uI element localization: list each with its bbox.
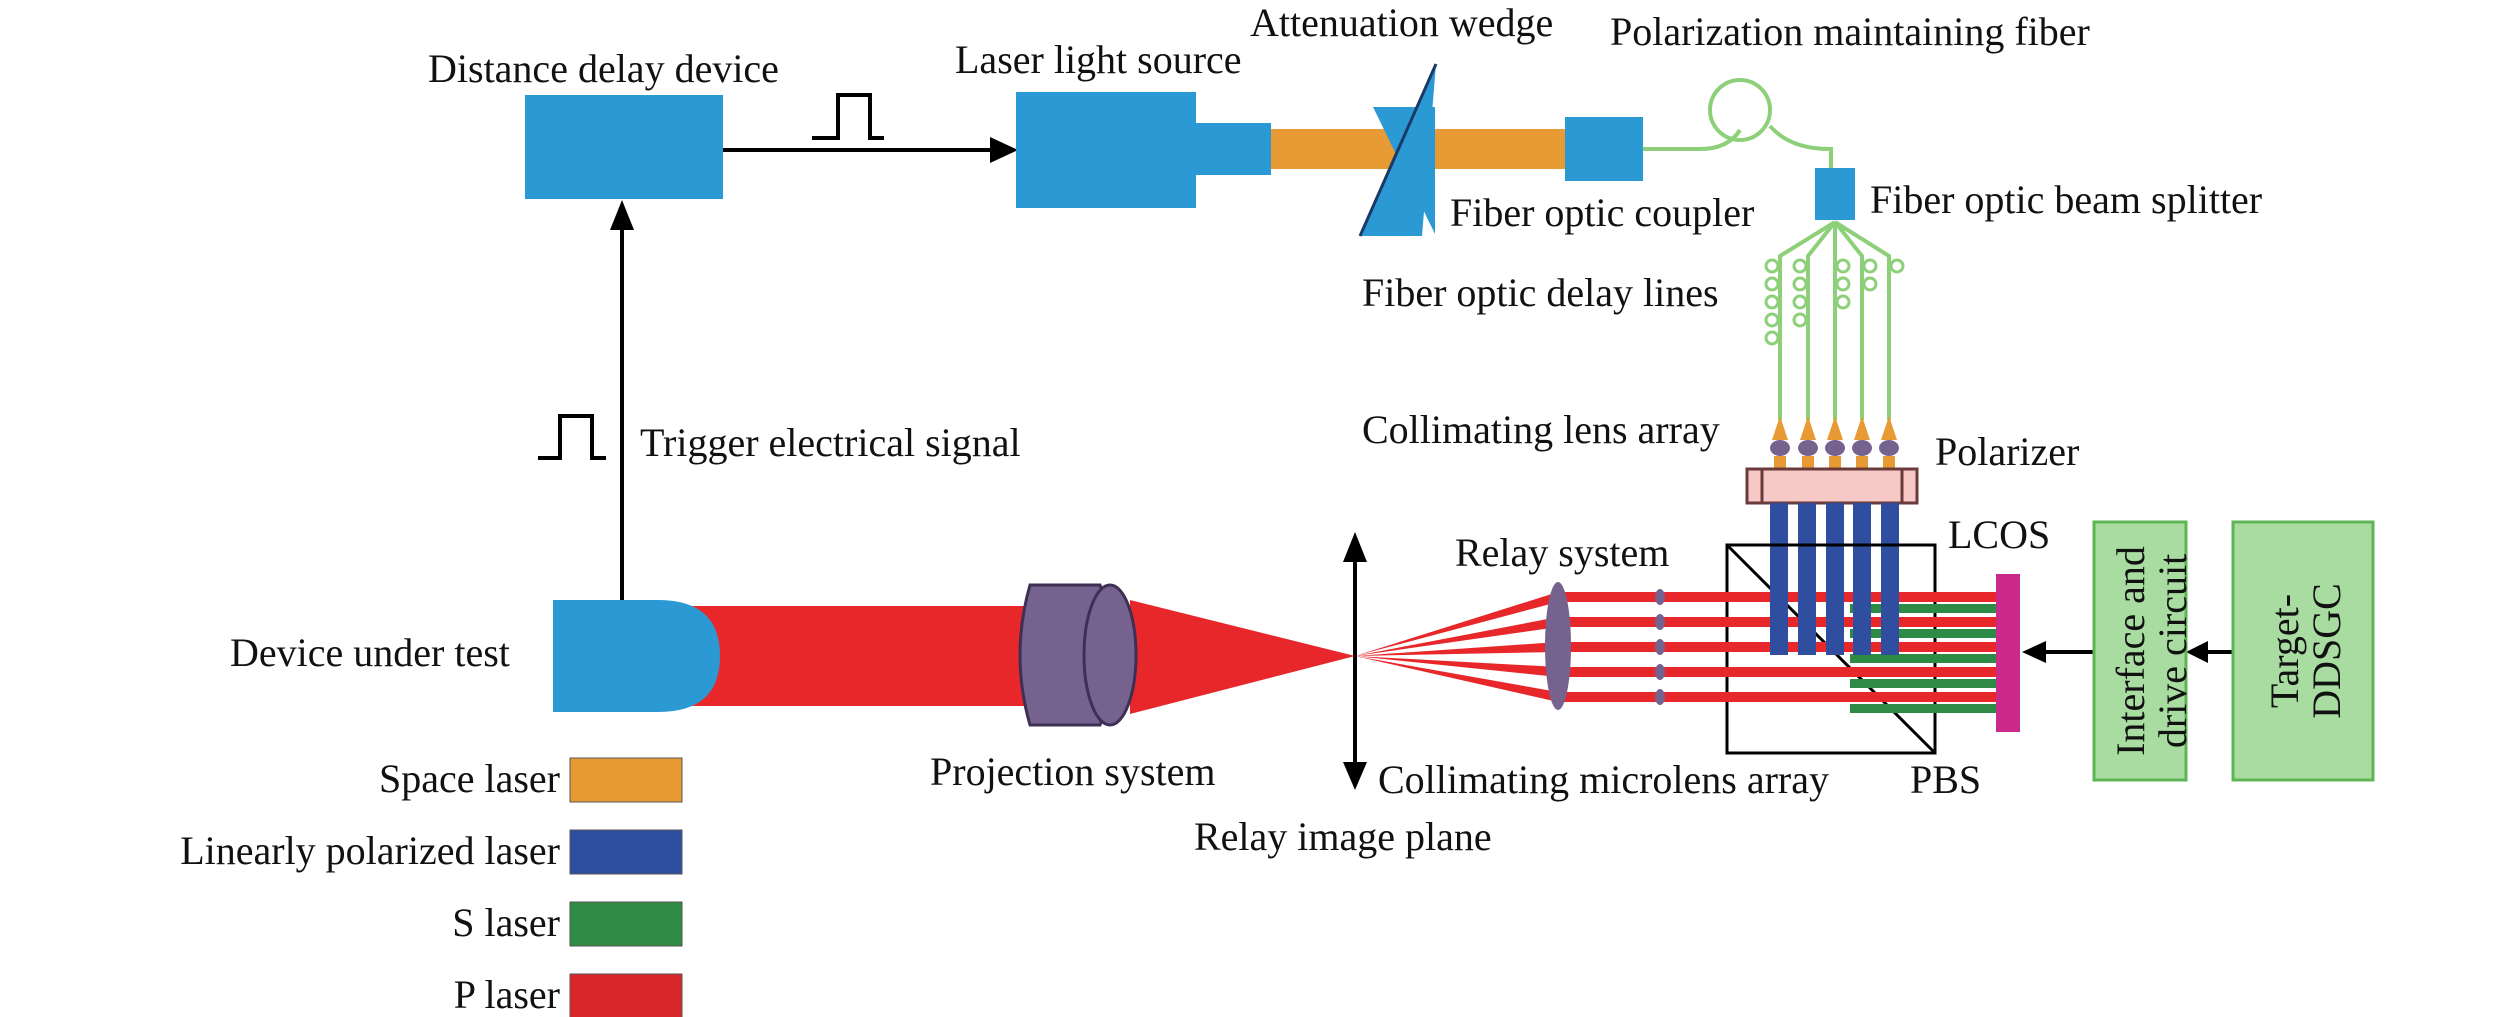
interface-drive-line1: Interface and bbox=[2108, 546, 2153, 756]
target-to-interface-arrowhead-icon bbox=[2186, 641, 2208, 663]
pbs-label: PBS bbox=[1910, 757, 1981, 802]
relay-image-plane-label: Relay image plane bbox=[1194, 814, 1492, 859]
lcos-label: LCOS bbox=[1948, 512, 2050, 557]
laser-light-source-nozzle bbox=[1195, 123, 1271, 175]
legend-label: P laser bbox=[454, 972, 560, 1017]
distance-delay-device-box bbox=[525, 95, 723, 199]
projection-system-label: Projection system bbox=[930, 749, 1216, 794]
polarization-maintaining-fiber-label: Polarization maintaining fiber bbox=[1610, 9, 2090, 54]
fiber-optic-coupler-label: Fiber optic coupler bbox=[1450, 190, 1754, 235]
fiber-delay-coils bbox=[1764, 258, 1905, 346]
relay-image-plane-bottom-arrowhead-icon bbox=[1343, 762, 1367, 790]
fiber-fanout bbox=[1778, 220, 1891, 420]
trigger-electrical-signal-label: Trigger electrical signal bbox=[640, 420, 1021, 465]
fiber-optic-coupler-box bbox=[1565, 117, 1643, 181]
relay-image-plane-top-arrowhead-icon bbox=[1343, 532, 1367, 562]
trigger-signal-arrowhead-icon bbox=[610, 200, 634, 230]
space-laser-beamlets bbox=[1774, 456, 1895, 470]
collimating-lens-array-label: Collimating lens array bbox=[1362, 407, 1720, 452]
relay-system-label: Relay system bbox=[1455, 530, 1669, 575]
legend-swatch bbox=[569, 829, 683, 875]
laser-light-source-label: Laser light source bbox=[955, 37, 1242, 82]
fiber-optic-beam-splitter-box bbox=[1815, 168, 1855, 220]
distance-delay-device-label: Distance delay device bbox=[428, 46, 779, 91]
legend-label: S laser bbox=[452, 900, 560, 945]
fiber-optic-beam-splitter-label: Fiber optic beam splitter bbox=[1870, 177, 2262, 222]
device-under-test bbox=[553, 600, 720, 712]
collimating-microlens-array bbox=[1655, 589, 1665, 705]
polarizer bbox=[1745, 467, 1919, 505]
device-under-test-label: Device under test bbox=[230, 630, 510, 675]
fiber-optic-delay-lines-label: Fiber optic delay lines bbox=[1362, 270, 1719, 315]
polarized-beams-overlay bbox=[1770, 585, 1899, 655]
legend-item: Space laser bbox=[379, 756, 683, 803]
collimating-lens-array bbox=[1770, 416, 1899, 456]
legend-label: Linearly polarized laser bbox=[180, 828, 560, 873]
pulse-top-icon bbox=[812, 93, 884, 140]
pulse-trigger-icon bbox=[538, 414, 606, 460]
relay-converging-beams bbox=[1355, 592, 1558, 702]
p-laser-main-beam bbox=[680, 606, 1030, 706]
interface-drive-line2: drive circuit bbox=[2150, 554, 2195, 748]
laser-light-source-box bbox=[1016, 92, 1196, 208]
legend-swatch bbox=[569, 973, 683, 1017]
s-laser-beams bbox=[1850, 604, 1998, 713]
legend: Space laser Linearly polarized laser S l… bbox=[180, 756, 683, 1017]
delay-to-laser-arrowhead-icon bbox=[990, 137, 1018, 163]
attenuation-wedge-edge bbox=[1358, 63, 1438, 237]
target-ddsgc-box bbox=[2231, 520, 2375, 782]
legend-label: Space laser bbox=[379, 756, 560, 801]
fiber-loop-icon bbox=[1708, 78, 1772, 142]
projection-system-lens bbox=[1018, 583, 1138, 727]
legend-item: Linearly polarized laser bbox=[180, 828, 683, 875]
legend-swatch bbox=[569, 901, 683, 947]
target-line1: Target- bbox=[2262, 594, 2307, 708]
projection-beam-to-focus bbox=[1130, 600, 1355, 714]
interface-to-lcos-arrowhead-icon bbox=[2022, 641, 2046, 663]
attenuation-wedge-label: Attenuation wedge bbox=[1250, 0, 1553, 45]
interface-drive-circuit-box bbox=[2092, 520, 2188, 782]
target-line2: DDSGC bbox=[2304, 583, 2349, 719]
legend-item: S laser bbox=[452, 900, 683, 947]
lcos bbox=[1996, 574, 2020, 732]
relay-lens bbox=[1545, 582, 1571, 710]
legend-item: P laser bbox=[454, 972, 683, 1017]
polarization-maintaining-fiber bbox=[1643, 124, 1833, 168]
collimating-microlens-array-label: Collimating microlens array bbox=[1378, 757, 1829, 802]
polarizer-label: Polarizer bbox=[1935, 429, 2079, 474]
legend-swatch bbox=[569, 757, 683, 803]
